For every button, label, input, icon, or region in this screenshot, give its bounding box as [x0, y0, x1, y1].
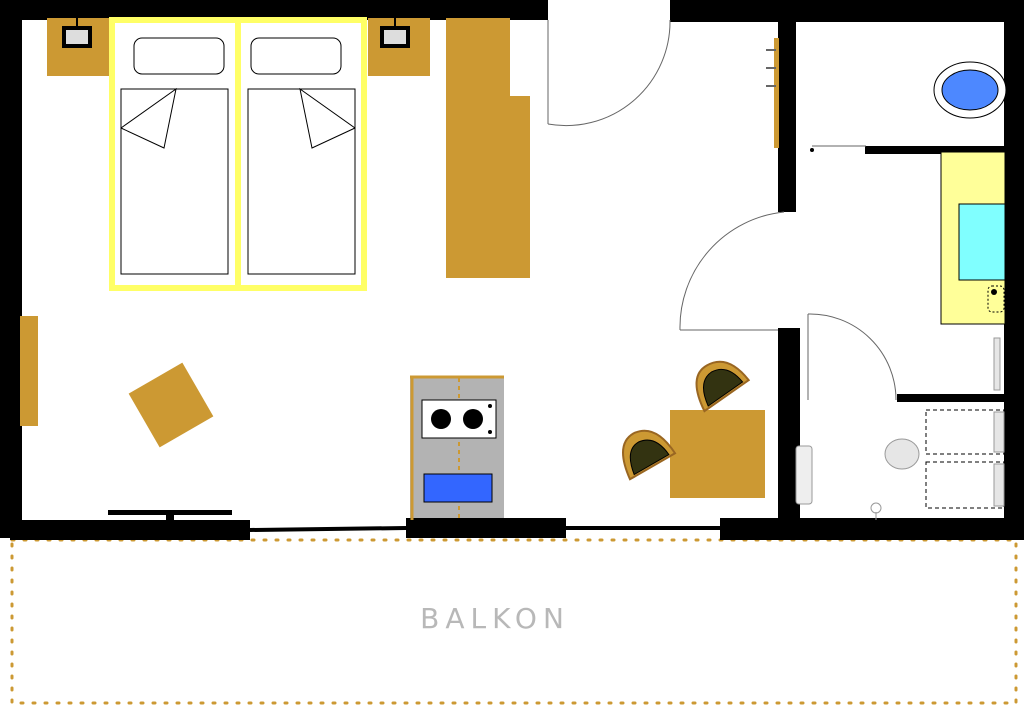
washbasin-icon — [940, 151, 1006, 325]
toilet-icon — [870, 409, 1005, 520]
walls — [0, 0, 1024, 540]
windows — [249, 526, 720, 532]
chair-icon — [622, 429, 677, 481]
towel-rail — [993, 337, 1001, 391]
nightstand-lamp-icon — [62, 18, 92, 48]
wall-shelf — [20, 316, 38, 426]
entrance-door — [547, 19, 671, 127]
balcony-area: BALKON — [10, 538, 1018, 705]
double-bed-icon — [109, 17, 367, 291]
door-swing-icon — [679, 211, 785, 331]
radiator — [795, 445, 813, 505]
tv-bench — [108, 510, 232, 521]
kitchenette — [410, 375, 504, 520]
nightstand-lamp-icon — [380, 18, 410, 48]
bathroom-door-swing — [679, 211, 897, 401]
cooktop-icon — [421, 399, 497, 439]
wardrobe — [446, 18, 530, 278]
kitchen-sink — [423, 473, 493, 503]
side-table — [128, 362, 214, 448]
coat-rack — [766, 38, 779, 148]
chair-icon — [695, 360, 751, 413]
nightstand-right — [368, 18, 430, 76]
dining-set — [622, 360, 765, 498]
balcony-label: BALKON — [420, 602, 570, 635]
shower-icon — [810, 61, 1007, 152]
dining-table — [670, 410, 765, 498]
nightstand-left — [47, 18, 109, 76]
